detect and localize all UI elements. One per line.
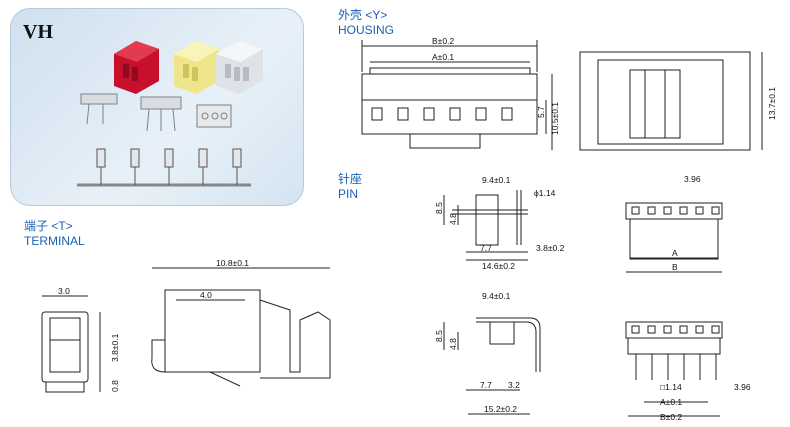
pin-header-2: [80, 93, 118, 125]
pin-top-dim-l1: 7.7: [480, 243, 492, 253]
pin-bot-dim-h2: 4.8: [448, 338, 458, 350]
housing-dim-h2: 10.5±0.1: [550, 102, 560, 135]
pin-label-cn: 针座: [338, 172, 363, 186]
terminal-dim-w2: 4.0: [200, 290, 212, 300]
terminal-label-cn: 端子 <T>: [24, 219, 73, 233]
terminal-side-view: [151, 267, 331, 387]
pin-bot-dim-pitch: 3.96: [734, 382, 751, 392]
pin-bot-dim-w1: 9.4±0.1: [482, 291, 511, 301]
pin-top-dim-a: A: [672, 248, 678, 258]
terminal-dim-w: 3.0: [58, 286, 70, 296]
pin-top-dim-l2: 3.8±0.2: [536, 243, 565, 253]
terminal-dim-len: 10.8±0.1: [216, 258, 249, 268]
housing-dim-h1: 5.7: [536, 106, 546, 118]
terminal-front-view: [41, 295, 101, 393]
pin-bot-dim-h1: 8.5: [434, 330, 444, 342]
product-photo: [77, 41, 263, 187]
pin-angle-side-view: [443, 317, 541, 415]
pin-top-dim-b: B: [672, 262, 678, 272]
product-photo-panel: VH: [10, 8, 304, 206]
housing-side-view: [579, 51, 763, 151]
pin-bot-dim-l1: 7.7: [480, 380, 492, 390]
pin-straight-side-view: [443, 190, 528, 261]
pin-top-dim-dia: ϕ1.14: [534, 188, 556, 198]
pin-header-angle: [196, 104, 232, 128]
pin-top-dim-h1: 8.5: [434, 202, 444, 214]
pin-top-dim-pitch: 3.96: [684, 174, 701, 184]
pin-bot-dim-sq: □1.14: [660, 382, 682, 392]
pin-bot-dim-a: A±0.1: [660, 397, 682, 407]
pin-top-dim-l3: 14.6±0.2: [482, 261, 515, 271]
pin-bot-dim-l3: 15.2±0.2: [484, 404, 517, 414]
pin-header-3: [140, 96, 182, 132]
pin-top-dim-w1: 9.4±0.1: [482, 175, 511, 185]
yellow-housing: [174, 41, 219, 94]
terminal-strip: [77, 148, 251, 187]
white-housing: [216, 41, 263, 94]
pin-bot-dim-b: B±0.2: [660, 412, 682, 422]
housing-dim-h3: 13.7±0.1: [767, 87, 777, 120]
housing-dim-b: B±0.2: [432, 36, 454, 46]
housing-label-en: HOUSING: [338, 23, 395, 37]
housing-dim-a: A±0.1: [432, 52, 454, 62]
series-title: VH: [23, 21, 53, 43]
housing-label-cn: 外壳 <Y>: [338, 8, 388, 22]
housing-front-view: [361, 40, 553, 150]
pin-bot-dim-l2: 3.2: [508, 380, 520, 390]
terminal-label-en: TERMINAL: [24, 234, 85, 248]
pin-top-dim-h2: 4.8: [448, 213, 458, 225]
pin-angle-front-view: [625, 321, 723, 417]
terminal-dim-h2: 0.8: [110, 380, 120, 392]
red-housing: [114, 41, 159, 94]
terminal-dim-h1: 3.8±0.1: [110, 333, 120, 362]
pin-label-en: PIN: [338, 187, 359, 201]
pin-straight-front-view: [625, 202, 723, 273]
